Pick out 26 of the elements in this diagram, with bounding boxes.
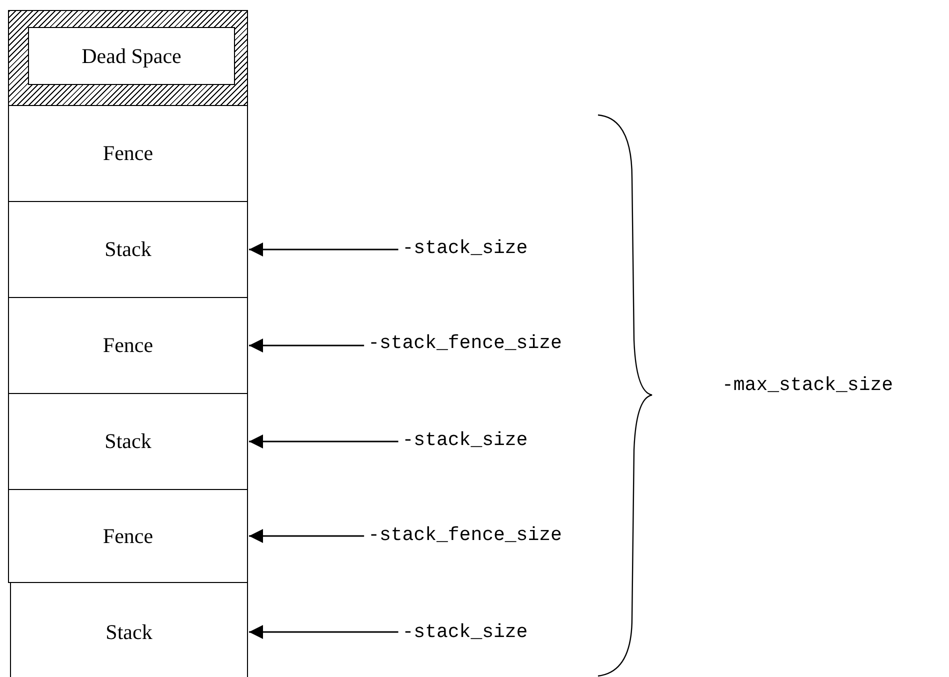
block-label: -stack_fence_size xyxy=(368,524,562,546)
block-label: Dead Space xyxy=(82,44,182,68)
size-label: -max_stack_size xyxy=(722,374,894,396)
memory-block xyxy=(8,393,248,490)
block-label: Stack xyxy=(106,620,152,644)
memory-block xyxy=(10,582,248,677)
block-label: -stack_size xyxy=(402,237,528,259)
block-label: Fence xyxy=(102,524,154,548)
memory-block xyxy=(8,489,248,583)
block-label: -stack_fence_size xyxy=(368,332,562,354)
arrow xyxy=(249,338,364,352)
block-label: -stack_size xyxy=(402,621,528,643)
block-label: Fence xyxy=(102,333,154,358)
arrow xyxy=(249,242,398,256)
arrow xyxy=(249,625,398,639)
block-label: Fence xyxy=(102,141,154,166)
arrow xyxy=(249,434,398,448)
dead-space-box xyxy=(28,27,235,85)
memory-block xyxy=(8,105,248,202)
block-label: Stack xyxy=(104,429,152,454)
arrow xyxy=(249,529,364,543)
block-label: -stack_size xyxy=(402,429,528,451)
block-label: Stack xyxy=(104,237,152,262)
memory-block xyxy=(8,201,248,298)
memory-block xyxy=(8,297,248,394)
hatched-region xyxy=(8,10,248,106)
